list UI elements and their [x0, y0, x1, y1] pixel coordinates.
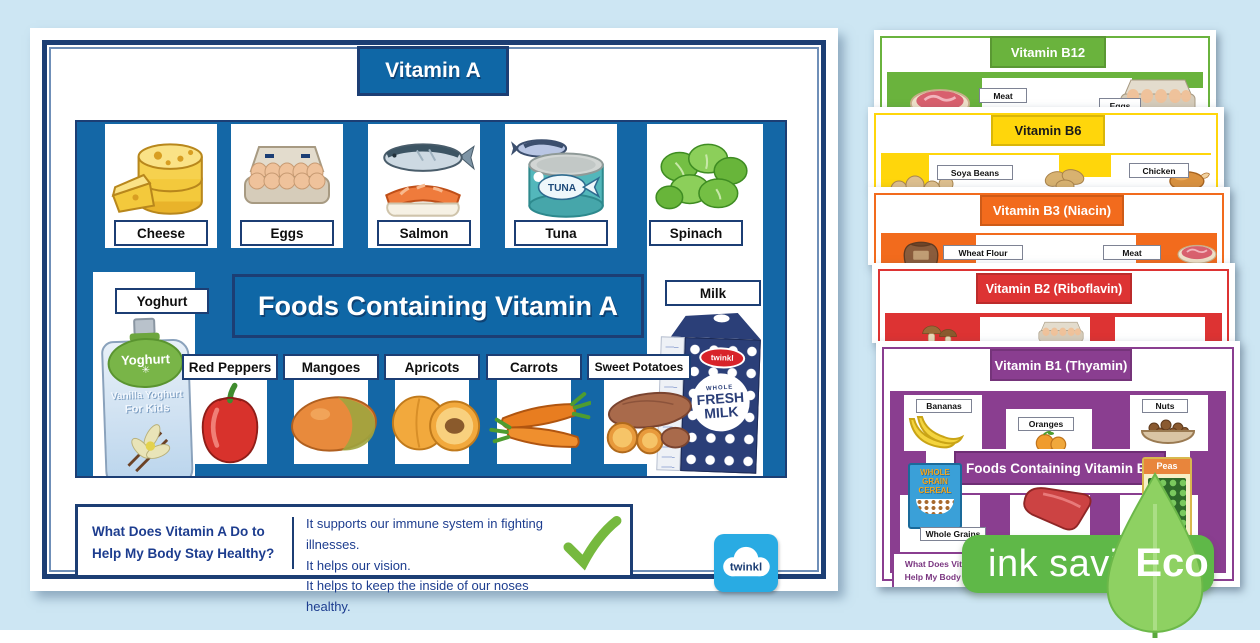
eggs-icon — [235, 140, 339, 219]
answer-line: It helps to keep the inside of our noses… — [306, 578, 529, 615]
food-label-yoghurt: Yoghurt — [115, 288, 209, 314]
answers-text: It supports our immune system in fightin… — [294, 507, 558, 614]
card-label-meat: Meat — [979, 88, 1027, 103]
card-label-wheat-flour: Wheat Flour — [943, 245, 1023, 260]
food-label-carrots: Carrots — [486, 354, 582, 380]
food-label-red-peppers: Red Peppers — [182, 354, 278, 380]
card-label-meat-b3: Meat — [1103, 245, 1161, 260]
food-label-apricots: Apricots — [384, 354, 480, 380]
mango-icon — [287, 386, 381, 463]
card-title-b2: Vitamin B2 (Riboflavin) — [976, 273, 1132, 304]
card-label-soya-beans: Soya Beans — [937, 165, 1013, 180]
answer-line: It helps our vision. — [306, 557, 411, 573]
card-title-b12: Vitamin B12 — [990, 36, 1106, 68]
food-label-sweet-potatoes: Sweet Potatoes — [587, 354, 691, 380]
food-label-milk: Milk — [665, 280, 761, 306]
check-icon — [558, 507, 630, 575]
card-label-chicken: Chicken — [1129, 163, 1189, 178]
card-title-b3: Vitamin B3 (Niacin) — [980, 195, 1124, 226]
poster-blue-panel: TUNA Cheese Eggs — [75, 120, 787, 478]
cheese-icon — [109, 130, 211, 225]
food-label-salmon: Salmon — [377, 220, 471, 246]
poster-banner: Foods Containing Vitamin A — [258, 290, 618, 321]
question-box: What Does Vitamin A Do to Help My Body S… — [75, 504, 633, 614]
nuts-bowl-icon — [1138, 415, 1198, 458]
mushrooms-icon — [913, 321, 969, 343]
food-label-cheese: Cheese — [114, 220, 208, 246]
poster-title-box: Vitamin A — [357, 46, 509, 96]
peanuts-icon — [1041, 165, 1091, 188]
bananas-icon — [904, 413, 970, 458]
card-vitamin-b2: Vitamin B2 (Riboflavin) — [872, 263, 1235, 343]
food-label-mangoes: Mangoes — [283, 354, 379, 380]
tuna-icon: TUNA — [509, 134, 615, 229]
poster-title: Vitamin A — [385, 59, 481, 82]
carrots-icon — [489, 384, 592, 463]
card-banner-b1: Foods Containing Vitamin B1 — [954, 451, 1166, 485]
flour-sack-icon — [891, 239, 951, 265]
meat-icon-b3 — [1167, 239, 1217, 265]
food-label-eggs: Eggs — [240, 220, 334, 246]
eco-leaf-icon — [1092, 470, 1218, 638]
eco-label: Eco — [1135, 541, 1209, 585]
cereal-box-icon: WHOLE GRAIN CEREAL — [908, 463, 962, 529]
apricot-icon — [389, 386, 483, 465]
red-pepper-icon — [189, 380, 271, 471]
poster-banner-box: Foods Containing Vitamin A — [232, 274, 644, 338]
spinach-icon — [649, 136, 755, 227]
card-vitamin-b3: Vitamin B3 (Niacin) Wheat Flour Meat — [868, 187, 1230, 265]
card-label-eggs: Eggs — [1099, 98, 1141, 107]
egg-carton-icon-b2 — [1023, 321, 1099, 343]
svg-text:TUNA: TUNA — [548, 183, 577, 194]
card-title-b6: Vitamin B6 — [991, 115, 1105, 146]
card-vitamin-b6: Vitamin B6 Soya Beans Chicken — [868, 107, 1224, 188]
card-label-oranges: Oranges — [1018, 417, 1074, 431]
food-label-tuna: Tuna — [514, 220, 608, 246]
card-title-b1: Vitamin B1 (Thyamin) — [990, 349, 1132, 381]
answer-line: It supports our immune system in fightin… — [306, 516, 543, 552]
food-label-spinach: Spinach — [649, 220, 743, 246]
liver-icon — [1020, 479, 1096, 538]
svg-text:twinkl: twinkl — [730, 562, 762, 574]
card-vitamin-b12: Vitamin B12 Meat Eggs — [874, 30, 1216, 107]
question-text: What Does Vitamin A Do to Help My Body S… — [92, 524, 275, 562]
yoghurt-pouch-icon: Yoghurt✳ Vanilla Yoghurt For Kids — [100, 317, 194, 476]
card-label-bananas: Bananas — [916, 399, 972, 413]
twinkl-logo: twinkl — [714, 534, 778, 592]
oranges-icon — [1022, 431, 1080, 458]
sweet-potato-icon — [593, 384, 695, 463]
card-label-nuts: Nuts — [1142, 399, 1188, 413]
divider — [292, 517, 294, 569]
salmon-icon — [370, 136, 476, 227]
meat-icon — [907, 80, 973, 107]
vitamin-a-poster: Vitamin A — [30, 28, 838, 614]
